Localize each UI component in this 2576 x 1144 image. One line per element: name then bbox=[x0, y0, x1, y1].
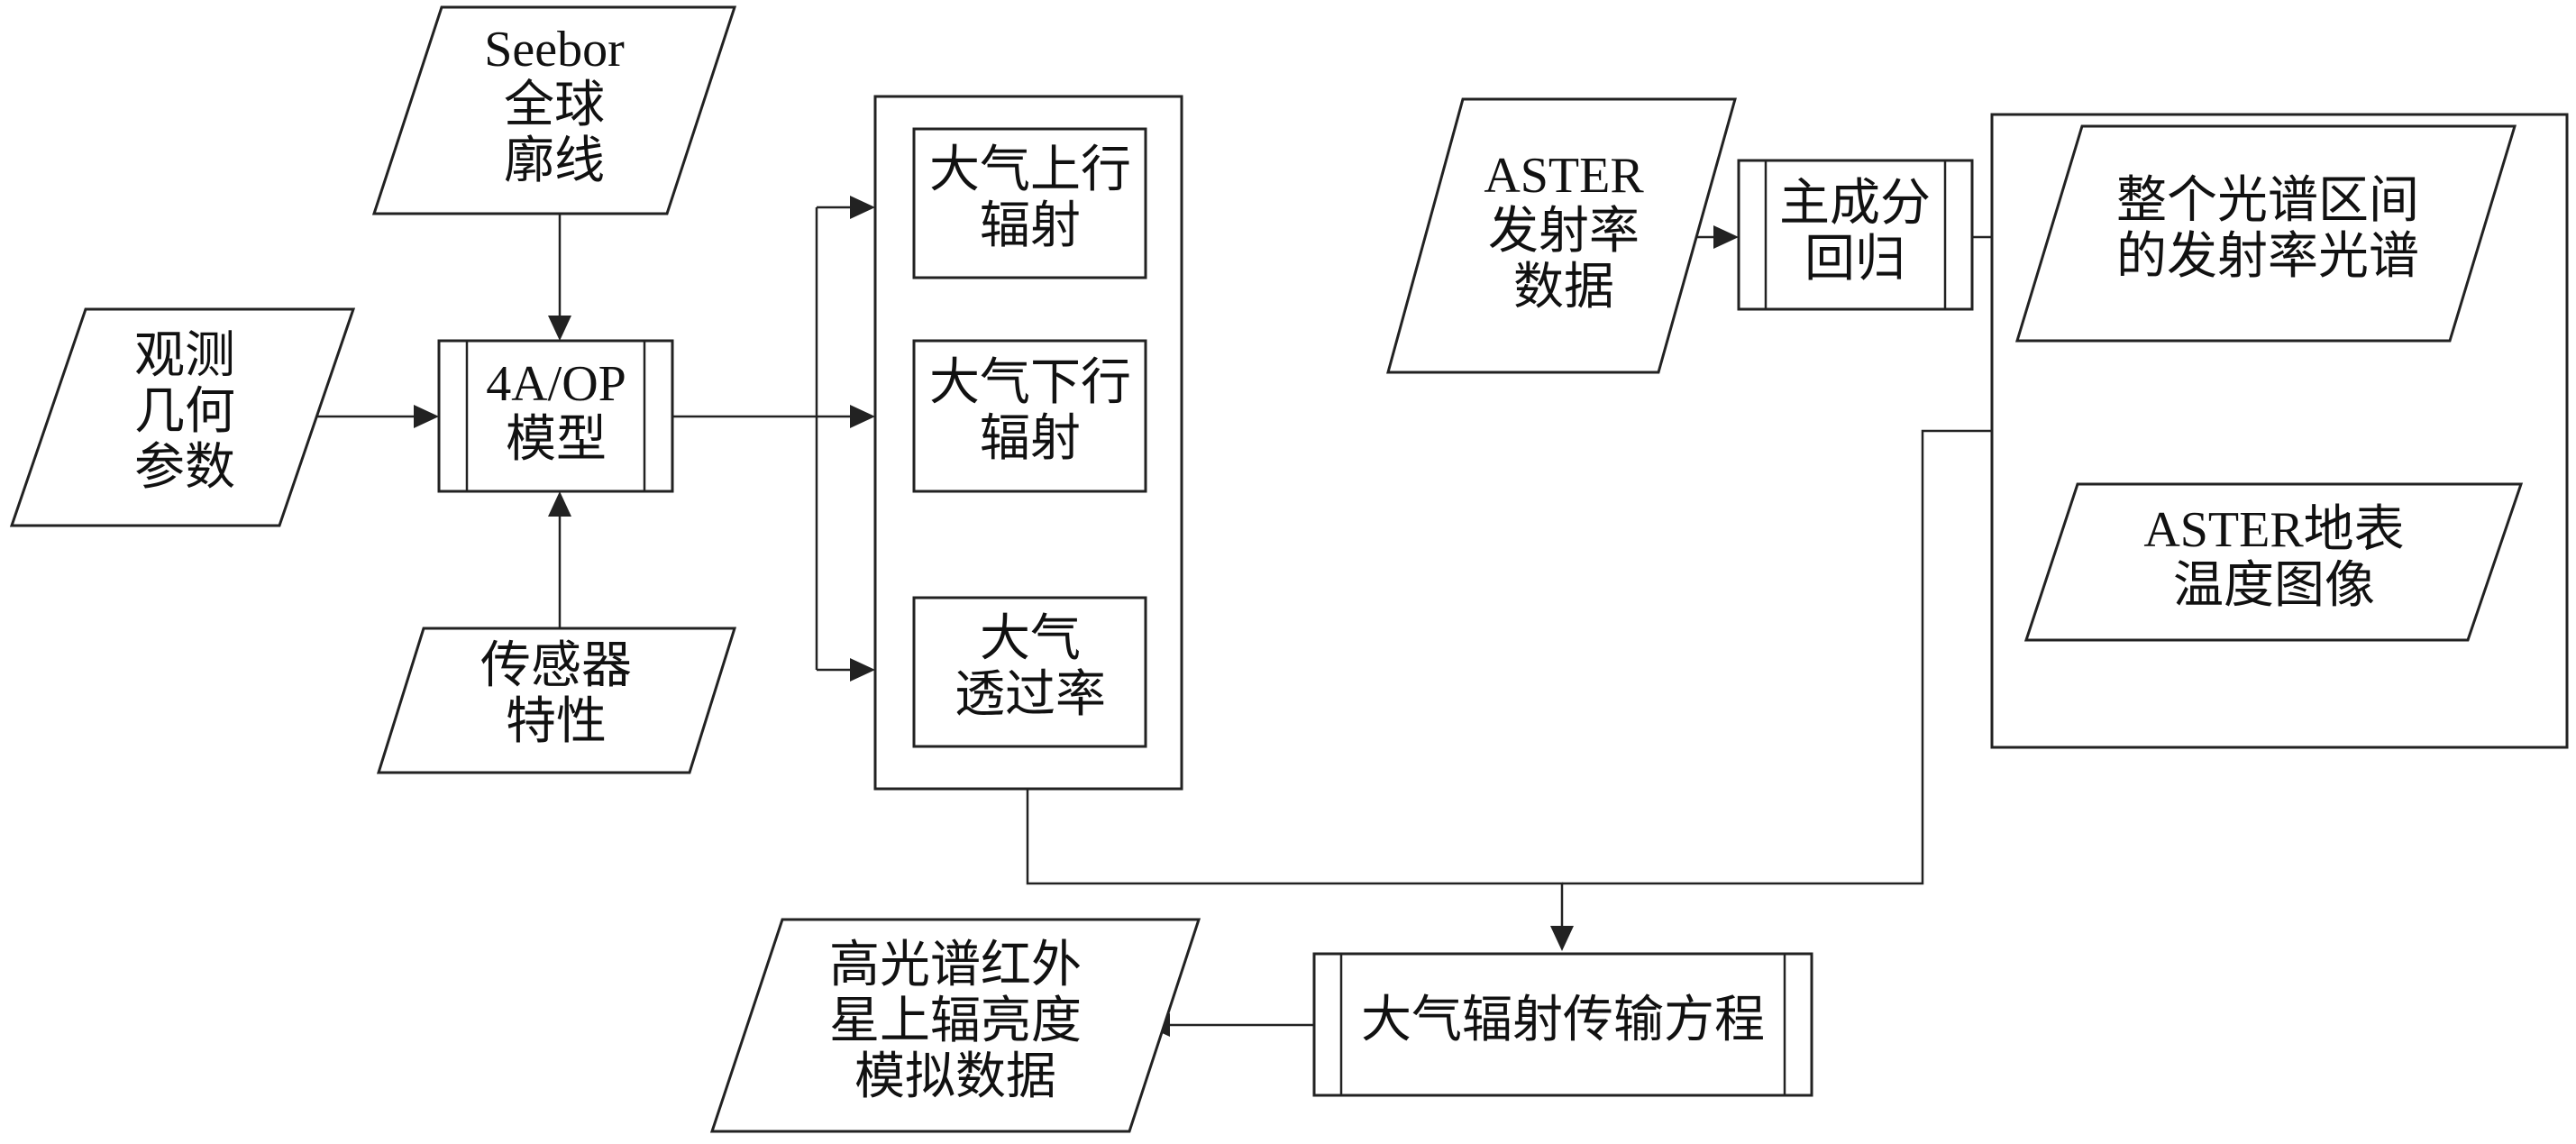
full-spectrum-label-line: 整个光谱区间 bbox=[2116, 173, 2419, 229]
arrowhead-sensor-to-model bbox=[548, 491, 571, 517]
aster-lst-node: ASTER地表温度图像 bbox=[2023, 482, 2524, 642]
model-label-line: 模型 bbox=[506, 412, 607, 468]
full-spectrum-label-line: 的发射率光谱 bbox=[2116, 229, 2419, 285]
aster-lst-label-line: ASTER地表 bbox=[2143, 502, 2404, 558]
aster-emis-label-line: 数据 bbox=[1513, 260, 1614, 316]
geometry-label: 观测几何参数 bbox=[134, 328, 235, 496]
aster-lst-label: ASTER地表温度图像 bbox=[2143, 502, 2404, 614]
sensor-label-line: 特性 bbox=[506, 694, 607, 750]
seebor-label-line: 全球 bbox=[504, 78, 605, 133]
seebor-shape bbox=[371, 5, 737, 215]
edge-aster-group-to-rte bbox=[1562, 429, 1992, 885]
transmittance-label: 大气透过率 bbox=[955, 611, 1106, 723]
pca-label: 主成分回归 bbox=[1779, 176, 1931, 288]
downward-label-line: 大气下行 bbox=[929, 355, 1131, 411]
upward-radiance-label: 大气上行辐射 bbox=[929, 142, 1131, 254]
transmittance-node: 大气透过率 bbox=[912, 596, 1147, 748]
aster-lst-shape bbox=[2023, 482, 2524, 642]
upward-label-line: 大气上行 bbox=[929, 142, 1131, 198]
geometry-shape bbox=[9, 307, 356, 527]
aster-emissivity-shape bbox=[1386, 97, 1737, 374]
pca-shape bbox=[1737, 159, 1974, 311]
model-label-line: 4A/OP bbox=[486, 356, 626, 412]
upward-radiance-shape bbox=[912, 127, 1147, 279]
aster-emis-label-line: ASTER bbox=[1484, 148, 1644, 204]
output-label-line: 模拟数据 bbox=[854, 1049, 1056, 1105]
rte-shape bbox=[1312, 952, 1813, 1097]
transmittance-shape bbox=[912, 596, 1147, 748]
full-spectrum-shape bbox=[2014, 124, 2517, 343]
output-shape bbox=[709, 918, 1201, 1133]
seebor-label-line: 廓线 bbox=[504, 133, 605, 189]
downward-radiance-node: 大气下行辐射 bbox=[912, 339, 1147, 493]
output-label-line: 高光谱红外 bbox=[829, 938, 1082, 993]
output-label: 高光谱红外星上辐亮度模拟数据 bbox=[829, 938, 1082, 1105]
downward-radiance-shape bbox=[912, 339, 1147, 493]
pca-label-line: 回归 bbox=[1804, 232, 1905, 288]
geometry-node: 观测几何参数 bbox=[9, 307, 356, 527]
pca-label-line: 主成分 bbox=[1779, 176, 1931, 232]
arrowhead-to-transmittance bbox=[850, 658, 875, 682]
seebor-label-line: Seebor bbox=[484, 22, 625, 78]
sensor-label-line: 传感器 bbox=[480, 638, 632, 694]
geometry-label-line: 几何 bbox=[134, 384, 235, 440]
model-shape bbox=[437, 339, 674, 493]
output-label-line: 星上辐亮度 bbox=[829, 993, 1082, 1049]
rte-node: 大气辐射传输方程 bbox=[1312, 952, 1813, 1097]
edge-atmosphere-to-rte bbox=[1026, 789, 1564, 927]
pca-node: 主成分回归 bbox=[1737, 159, 1974, 311]
rte-label-line: 大气辐射传输方程 bbox=[1361, 993, 1765, 1048]
downward-radiance-label: 大气下行辐射 bbox=[929, 355, 1131, 467]
rte-label: 大气辐射传输方程 bbox=[1361, 993, 1765, 1048]
arrowhead-aster-to-pca bbox=[1713, 225, 1739, 249]
transmittance-label-line: 透过率 bbox=[955, 667, 1106, 723]
arrowhead-to-downward bbox=[850, 405, 875, 428]
aster-emis-label-line: 发射率 bbox=[1488, 204, 1640, 260]
downward-label-line: 辐射 bbox=[980, 411, 1081, 467]
geometry-label-line: 参数 bbox=[134, 440, 235, 496]
full-spectrum-node: 整个光谱区间的发射率光谱 bbox=[2014, 124, 2517, 343]
output-node: 高光谱红外星上辐亮度模拟数据 bbox=[709, 918, 1201, 1133]
arrowhead-seebor-to-model bbox=[548, 316, 571, 341]
upward-label-line: 辐射 bbox=[980, 198, 1081, 254]
sensor-node: 传感器特性 bbox=[376, 627, 737, 774]
sensor-shape bbox=[376, 627, 737, 774]
geometry-label-line: 观测 bbox=[134, 328, 235, 384]
arrowhead-to-upward bbox=[850, 196, 875, 219]
arrowhead-to-rte bbox=[1550, 926, 1574, 951]
sensor-label: 传感器特性 bbox=[480, 638, 632, 750]
arrowhead-geometry-to-model bbox=[414, 405, 439, 428]
aster-lst-label-line: 温度图像 bbox=[2173, 558, 2375, 614]
full-spectrum-label: 整个光谱区间的发射率光谱 bbox=[2116, 173, 2419, 285]
upward-radiance-node: 大气上行辐射 bbox=[912, 127, 1147, 279]
transmittance-label-line: 大气 bbox=[980, 611, 1081, 667]
